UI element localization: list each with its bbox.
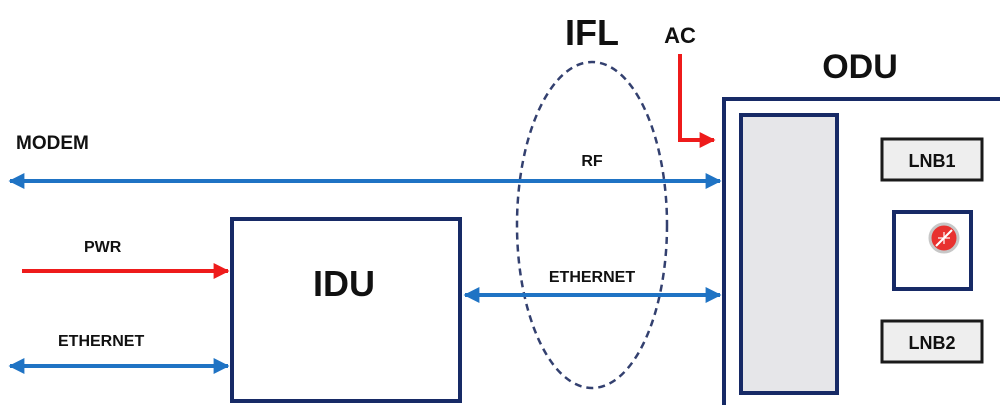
ac-arrow [678, 54, 716, 148]
pwr-label: PWR [84, 239, 122, 256]
dial-module-box [892, 210, 973, 291]
ethernet-ifl-label: ETHERNET [549, 269, 635, 286]
rotary-dial-icon [928, 222, 960, 254]
odu-interface-panel [739, 113, 839, 395]
ac-label: AC [664, 23, 696, 48]
idu-box [230, 217, 462, 403]
idu-label: IDU [313, 263, 375, 304]
ifl-label: IFL [565, 12, 619, 53]
ifl-ellipse [515, 60, 669, 390]
lnb1-box [880, 137, 984, 182]
lnb1-label: LNB1 [908, 151, 955, 171]
lnb2-box [880, 319, 984, 364]
modem-label: MODEM [16, 133, 89, 154]
odu-label: ODU [822, 48, 898, 86]
lnb2-label: LNB2 [908, 333, 955, 353]
ethernet-left-label: ETHERNET [58, 333, 144, 350]
rf-label: RF [581, 153, 603, 170]
